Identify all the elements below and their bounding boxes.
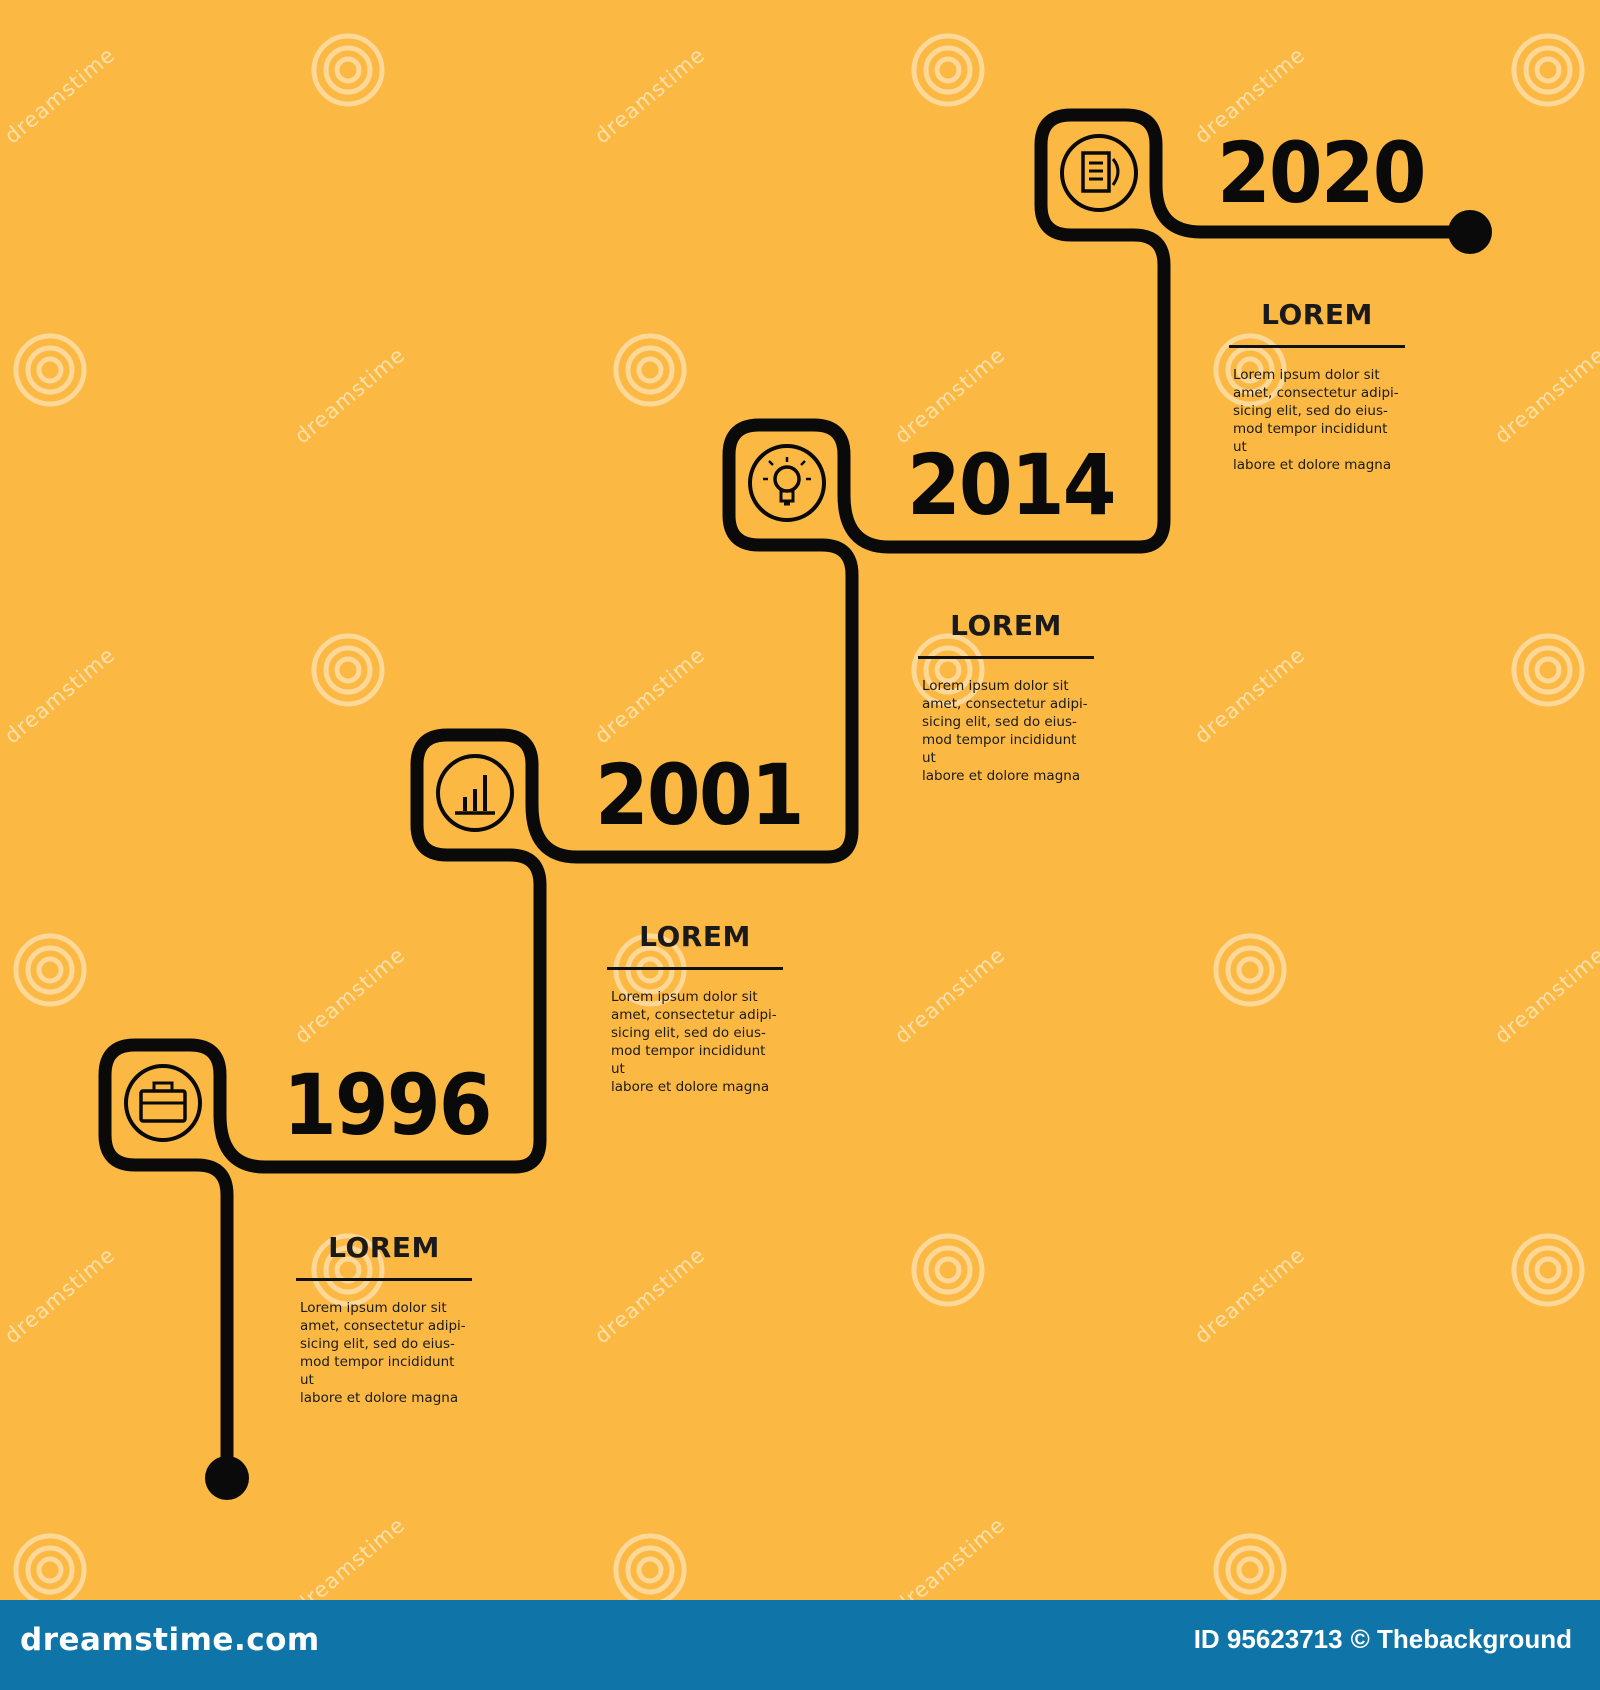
- image-id: ID 95623713: [1193, 1624, 1343, 1654]
- milestone-description: Lorem ipsum dolor sit amet, consectetur …: [611, 989, 777, 1095]
- watermark-spiral: [911, 1233, 985, 1307]
- watermark-spiral: [613, 333, 687, 407]
- footer-brand[interactable]: dreamstime.com: [20, 1622, 320, 1658]
- milestone-description: Lorem ipsum dolor sit amet, consectetur …: [300, 1300, 466, 1406]
- milestone-title: LOREM: [1261, 298, 1373, 331]
- milestone-title: LOREM: [639, 920, 751, 953]
- timeline-canvas: [13, 33, 1585, 1600]
- year-2014: 2014: [907, 436, 1117, 534]
- watermark-spiral: [1511, 33, 1585, 107]
- milestone-card-2001: LOREM Lorem ipsum dolor sit amet, consec…: [607, 923, 783, 1096]
- watermark-spiral: [13, 933, 87, 1007]
- milestone-description: Lorem ipsum dolor sit amet, consectetur …: [1233, 367, 1399, 473]
- divider: [918, 656, 1094, 659]
- footer-bar: dreamstime.com ID 95623713 © Thebackgrou…: [0, 1600, 1600, 1690]
- divider: [1229, 345, 1405, 348]
- lightbulb-icon: [748, 444, 826, 522]
- timeline-path: [98, 108, 1477, 1485]
- watermark-spiral: [13, 1533, 87, 1600]
- briefcase-icon: [124, 1064, 202, 1142]
- milestone-card-1996: LOREM Lorem ipsum dolor sit amet, consec…: [296, 1234, 472, 1407]
- bar-chart-icon: [436, 754, 514, 832]
- year-1996: 1996: [283, 1056, 493, 1154]
- watermark-spiral: [1511, 633, 1585, 707]
- watermark-spiral: [311, 33, 385, 107]
- divider: [607, 967, 783, 970]
- divider: [296, 1278, 472, 1281]
- watermark-spiral: [1511, 1233, 1585, 1307]
- watermark-spiral: [911, 33, 985, 107]
- footer-credit: ID 95623713 © Thebackground: [1194, 1624, 1572, 1655]
- watermark-spiral: [1213, 1533, 1287, 1600]
- watermark-spiral: [1213, 333, 1287, 407]
- timeline-end-dot: [1448, 210, 1492, 254]
- milestone-description: Lorem ipsum dolor sit amet, consectetur …: [922, 678, 1088, 784]
- milestone-title: LOREM: [328, 1231, 440, 1264]
- document-icon: [1060, 134, 1138, 212]
- watermark-spiral: [911, 633, 985, 707]
- timeline-start-dot: [205, 1456, 249, 1500]
- milestone-title: LOREM: [950, 609, 1062, 642]
- watermark-spiral: [1213, 933, 1287, 1007]
- watermark-spiral: [13, 333, 87, 407]
- watermark-spiral: [613, 1533, 687, 1600]
- watermark-spiral: [311, 1233, 385, 1307]
- watermark-spiral: [311, 633, 385, 707]
- watermark-spiral: [613, 933, 687, 1007]
- copyright: © Thebackground: [1350, 1624, 1572, 1654]
- milestone-card-2020: LOREM Lorem ipsum dolor sit amet, consec…: [1229, 301, 1405, 474]
- year-2020: 2020: [1217, 124, 1427, 222]
- milestone-card-2014: LOREM Lorem ipsum dolor sit amet, consec…: [918, 612, 1094, 785]
- year-2001: 2001: [595, 746, 805, 844]
- watermark-spirals: [13, 33, 1585, 1600]
